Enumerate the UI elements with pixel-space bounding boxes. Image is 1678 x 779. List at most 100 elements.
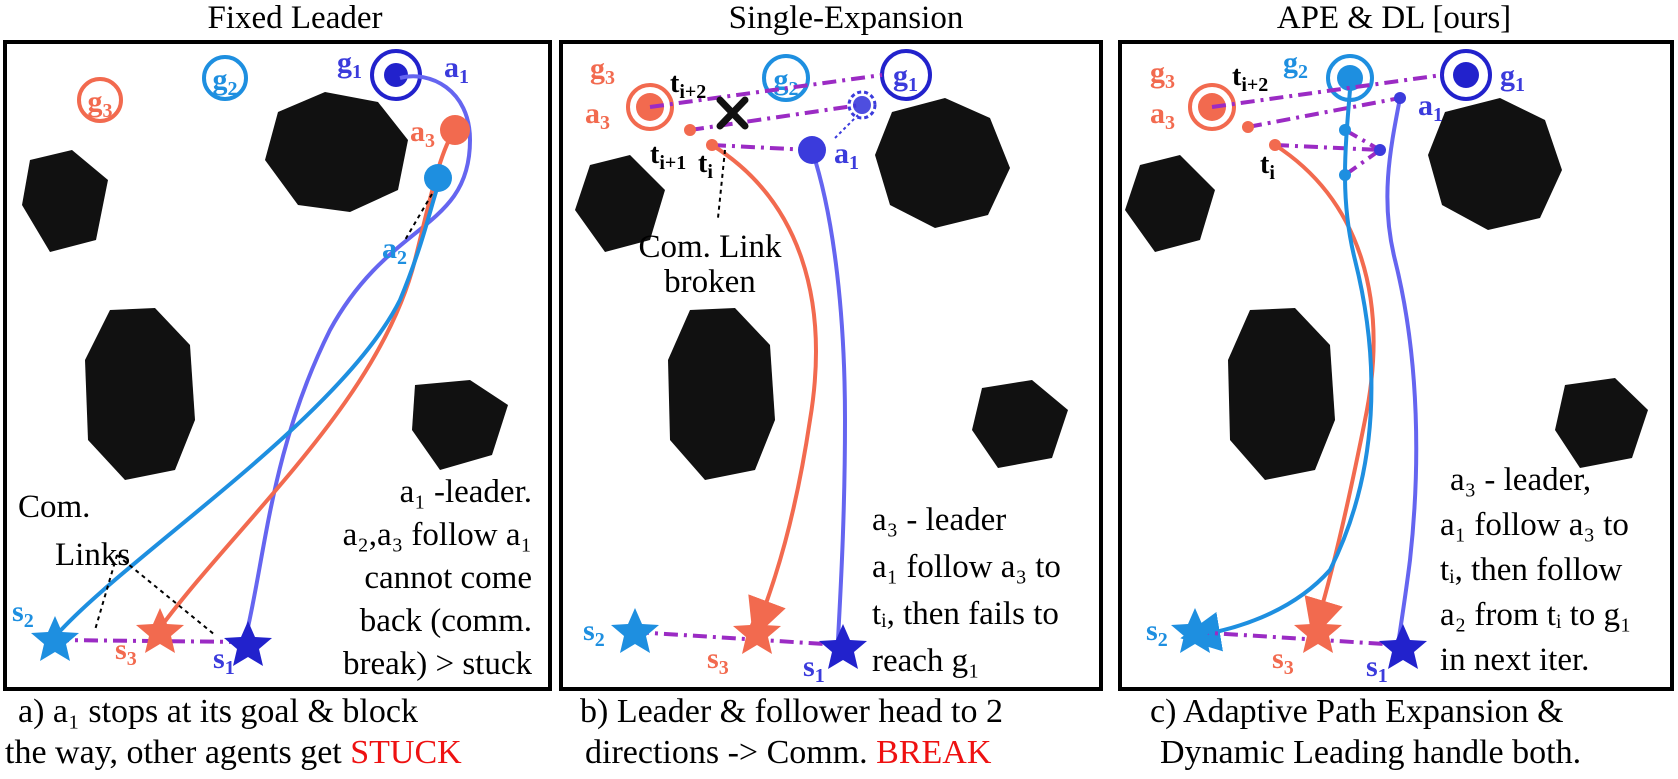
start-s2-star [31, 616, 79, 661]
label-t-i-plus-2: ti+2 [670, 68, 706, 103]
start-s2-label: s2 [1146, 614, 1168, 651]
start-s1-star [1379, 624, 1427, 669]
label-t-i: ti [698, 148, 713, 183]
note-a-line1: a₁ -leader. [400, 474, 532, 510]
panel-c-title: APE & DL [ours] [1277, 0, 1511, 36]
goal-g2-marker [762, 54, 810, 102]
obstacle-small [412, 380, 508, 470]
broken-label-line1: Com. Link [638, 229, 782, 265]
caption-b-highlight: BREAK [876, 734, 992, 771]
label-t-i-plus-1: ti+1 [650, 139, 686, 174]
note-b-line4: reach g₁ [872, 643, 980, 679]
agent-a1-dot [384, 63, 408, 87]
ghost-a1-dot [847, 90, 877, 120]
goal-g3-label: g3 [590, 52, 615, 89]
note-c-line2: a₁ follow a₃ to [1440, 507, 1629, 543]
start-s2-star [611, 608, 659, 653]
path-a3 [710, 143, 818, 639]
caption-b-line1: b) Leader & follower head to 2 [580, 693, 1003, 730]
obstacle-small [972, 380, 1068, 468]
obstacle-large [1228, 308, 1335, 480]
note-c-line5: in next iter. [1440, 642, 1589, 678]
start-s1-label: s1 [1366, 650, 1388, 687]
obstacle-octagon [265, 92, 408, 212]
panel-a-title: Fixed Leader [207, 0, 382, 36]
goal-g2-label: g2 [774, 63, 799, 100]
caption-b-line2: directions -> Comm. BREAK [585, 734, 992, 771]
agent-a3-dot [440, 115, 470, 145]
panel-b: g3 a3 g2 g1 a1 ti+2 ti+1 ti Com. Link br… [559, 40, 1103, 691]
caption-c-line1: c) Adaptive Path Expansion & [1150, 693, 1564, 730]
start-s3-star [1294, 608, 1342, 653]
links-label-line1: Com. [18, 489, 90, 525]
note-b-line2: a₁ follow a₃ to [872, 549, 1061, 585]
note-a-line4: back (comm. [360, 603, 532, 639]
goal-g2-label: g2 [1283, 46, 1308, 83]
caption-a-highlight: STUCK [350, 734, 462, 771]
obstacle-large [668, 308, 775, 480]
goal-g3-marker [77, 77, 123, 123]
obstacle-octagon [1428, 98, 1562, 230]
start-s2-star [1171, 608, 1219, 653]
path-a1 [1385, 97, 1419, 646]
com-links [1194, 630, 1401, 647]
panel-a-frame [3, 40, 552, 691]
start-s1-label: s1 [213, 642, 235, 679]
panel-b-title: Single-Expansion [729, 0, 964, 36]
obstacle-large [85, 308, 195, 480]
broken-label-line2: broken [664, 264, 756, 300]
note-a-line3: cannot come [364, 560, 532, 596]
agent-a2-dot [424, 164, 452, 192]
note-c-line1: a₃ - leader, [1450, 462, 1591, 498]
agent-a1-label: a1 [444, 51, 469, 88]
start-s3-star [733, 609, 781, 654]
agent-a3-label: a3 [585, 97, 610, 134]
path-a2 [1180, 89, 1374, 652]
caption-a-line1: a) a₁ stops at its goal & block [18, 693, 418, 730]
goal-g3-label: g3 [1150, 56, 1175, 93]
start-s3-label: s3 [1272, 642, 1294, 679]
obstacle-pentagon [22, 150, 108, 252]
panel-c-frame [1118, 40, 1674, 691]
note-a-line2: a₂,a₃ follow a₁ [343, 517, 532, 553]
goal-g2-label: g2 [213, 63, 238, 100]
start-s1-star [819, 624, 867, 669]
goal-g1-label: g1 [1500, 59, 1525, 96]
label-t-i-plus-2: ti+2 [1232, 61, 1268, 96]
agent-a1-label: a1 [834, 137, 859, 174]
note-a-line5: break) > stuck [343, 646, 533, 682]
goal-g3-label: g3 [88, 85, 113, 122]
panel-b-frame [559, 40, 1103, 691]
note-b-line1: a₃ - leader [872, 502, 1006, 538]
goal-g2-marker [202, 55, 248, 101]
links-label-line2: Links [55, 537, 130, 573]
obstacle-pentagon [1125, 155, 1215, 252]
panel-a: g3 g2 g1 a1 a3 a2 s2 s3 s1 Com. Links a₁… [3, 40, 552, 691]
start-s1-label: s1 [803, 650, 825, 687]
path-a2 [50, 179, 442, 642]
agent-a3-label: a3 [1150, 97, 1175, 134]
caption-a-line2: the way, other agents get STUCK [5, 734, 462, 771]
goal-g1-label: g1 [893, 59, 918, 96]
obstacle-pentagon [575, 155, 665, 252]
start-s3-star [136, 608, 184, 653]
goal-g3-marker [1188, 83, 1236, 131]
start-s2-label: s2 [583, 614, 605, 651]
agent-a2-label: a2 [382, 232, 407, 269]
break-x-icon [716, 96, 749, 130]
start-s3-label: s3 [707, 642, 729, 679]
agent-a3-label: a3 [410, 115, 435, 152]
obstacle-small [1555, 378, 1648, 468]
note-b-line3: tᵢ, then fails to [872, 596, 1059, 632]
obstacle-octagon [875, 98, 1010, 228]
note-c-line3: tᵢ, then follow [1440, 552, 1622, 588]
path-a1 [810, 149, 848, 641]
note-c-line4: a₂ from tᵢ to g₁ [1440, 597, 1632, 633]
agent-a1-label: a1 [1418, 89, 1443, 126]
start-s3-label: s3 [115, 633, 137, 670]
agent-a2-dot [1337, 65, 1363, 91]
agent-a1-dot [798, 136, 826, 164]
caption-c-line2: Dynamic Leading handle both. [1160, 734, 1581, 771]
path-a1 [243, 74, 473, 641]
